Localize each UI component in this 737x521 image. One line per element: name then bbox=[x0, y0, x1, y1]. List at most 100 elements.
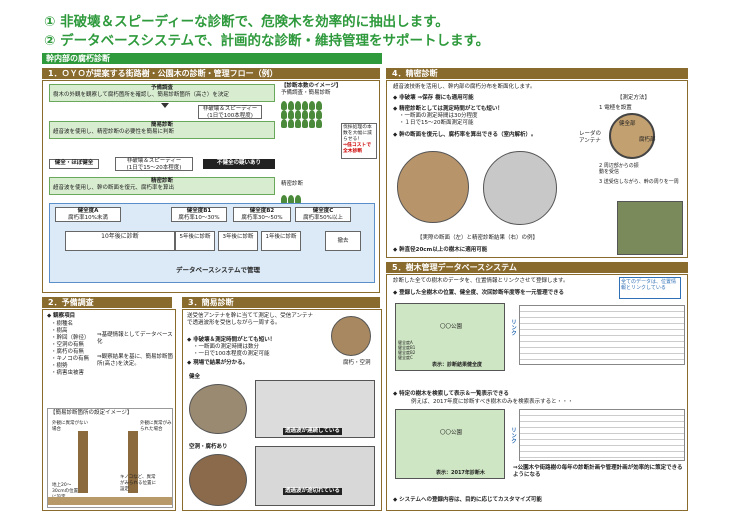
count-note-text: 伐採処理の本数を大幅に減らせる！ bbox=[343, 125, 372, 142]
ground bbox=[48, 497, 172, 505]
sec4-b4: ◆ 幹直径20cm以上の樹木に適用可能 bbox=[393, 247, 488, 253]
grade-a-rate: 腐朽率10%未満 bbox=[68, 215, 108, 221]
method-4: レーダのアンテナ bbox=[579, 131, 602, 144]
section1-title: 1．ＯＹＯが提案する街路樹・公園木の診断・管理フロー（例） bbox=[42, 68, 380, 79]
sec3-b1a: ・一断面の測定時間は数分 bbox=[193, 344, 260, 350]
item-4: ・腐朽の有無 bbox=[51, 349, 85, 355]
sec5-b2: ◆ 特定の樹木を検索して表示＆一覧表示できる bbox=[393, 391, 509, 397]
headline-2: ② データベースシステムで、計画的な診断・維持管理をサポートします。 bbox=[44, 33, 490, 49]
item-3: ・空洞の有無 bbox=[51, 342, 85, 348]
sec4-intro: 超音波技術を活用し、幹内部の腐朽分布を断面化します。 bbox=[393, 84, 536, 90]
items-title: ◆ 観察項目 bbox=[47, 313, 76, 319]
map1-park: 〇〇公園 bbox=[440, 324, 463, 330]
count-sub: 予備調査・簡易診断 bbox=[281, 90, 331, 96]
yobi-title: 予備調査 bbox=[150, 85, 173, 91]
seimitsu-text: 超音波を使用し、幹の断面を復元、腐朽率を算出 bbox=[53, 185, 175, 191]
count-title: 【診断本数のイメージ】 bbox=[281, 83, 342, 89]
tree-label: 腐朽・空洞 bbox=[343, 360, 371, 366]
table-2 bbox=[519, 409, 685, 461]
grade-c-rate: 腐朽率50%以上 bbox=[303, 215, 343, 221]
item-0: ・樹種名 bbox=[51, 321, 74, 327]
map-2: 〇〇公園 表示：2017年診断木 bbox=[395, 409, 505, 479]
count-note: 伐採処理の本数を大幅に減らせる！ ⇒低コストで全木診断 bbox=[341, 123, 377, 159]
section5-title: 5．樹木管理データベースシステム bbox=[386, 262, 688, 273]
grade-b2-name: 健全度B2 bbox=[249, 208, 275, 214]
count-image: 【診断本数のイメージ】 予備調査・簡易診断 伐採処理の本数を大幅に減らせる！ ⇒… bbox=[281, 83, 377, 204]
img-title: 【簡易診断箇所の設定イメージ】 bbox=[50, 410, 133, 416]
section4-title: 4．精密診断 bbox=[386, 68, 688, 79]
section2-title: 2．予備調査 bbox=[42, 297, 172, 308]
grade-a-name: 健全度A bbox=[77, 208, 99, 214]
callout: 全てのデータは、位置情報とリンクしている bbox=[619, 277, 681, 299]
map1-legend: 健全度A 健全度B1 健全度B2 健全度C bbox=[398, 340, 415, 360]
after-3y: 3年後に診断 bbox=[218, 231, 258, 251]
lbl-normal: 外観に異常がない場合 bbox=[52, 421, 88, 432]
map-1: 〇〇公園 健全度A 健全度B1 健全度B2 健全度C 表示：診断結果健全度 bbox=[395, 303, 505, 371]
after-5y: 5年後に診断 bbox=[175, 231, 215, 251]
lbl-mushroom: キノコなど、異常がみられる位置に設定 bbox=[120, 475, 156, 492]
kanni-text: 超音波を使用し、精密診断の必要性を簡易に判断 bbox=[53, 129, 175, 135]
trunk-title-bar: 幹内部の腐朽診断 bbox=[42, 53, 382, 64]
after-1y: 1年後に診断 bbox=[261, 231, 301, 251]
tree-trunk-2 bbox=[128, 431, 138, 493]
count-note-2: ⇒低コストで全木診断 bbox=[343, 143, 372, 154]
link-2: リンク bbox=[510, 427, 516, 444]
method-2: 2 周辺部からの振動を受信 bbox=[599, 163, 639, 175]
legend-a: 健全度A bbox=[398, 340, 413, 345]
setting-image: 【簡易診断箇所の設定イメージ】 外観に異常がない場合 外観に異常がみられた場合 … bbox=[47, 408, 173, 508]
sec5-intro: 診断した全ての樹木のデータを、位置情報とリンクさせて登録します。 bbox=[393, 278, 569, 284]
grade-b2-rate: 腐朽率30〜50% bbox=[241, 215, 283, 221]
headline-1: ① 非破壊＆スピーディーな診断で、危険木を効率的に抽出します。 bbox=[44, 14, 449, 30]
note2: ⇒観察結果を基に、簡易診断箇所(高さ)を決定。 bbox=[97, 354, 173, 367]
table-1 bbox=[519, 305, 685, 365]
kanni-title: 簡易診断 bbox=[150, 122, 173, 128]
rot-waveform bbox=[255, 446, 375, 506]
sound-label: 健全 bbox=[189, 374, 201, 380]
class-quick-sub: (1日で15〜20本程度) bbox=[126, 165, 182, 171]
sec4-b1: ◆ 非破壊 ⇒保存 樹にも適用可能 bbox=[393, 95, 474, 101]
rot-photo bbox=[189, 454, 247, 506]
item-2: ・幹回（幹径） bbox=[51, 335, 90, 341]
legend-b2: 健全度B2 bbox=[398, 350, 416, 355]
class-quick-text: 非破壊＆スピーディー bbox=[126, 158, 182, 164]
map2-label: 表示：2017年診断木 bbox=[436, 470, 485, 476]
tree-trunk-1 bbox=[78, 431, 88, 493]
section3-panel: 送受信アンテナを幹に当てて測定し、受信アンテナで透過波形を受信しながら一周する。… bbox=[182, 309, 382, 511]
sec4-b2b: ・１日で15〜20断面測定可能 bbox=[399, 120, 474, 126]
quick-label-text: 非破壊＆スピーディー bbox=[202, 106, 258, 112]
yobi-box: 予備調査 樹木の外観を観察して腐朽箇所を確認し、簡易診断箇所（高さ）を決定 bbox=[49, 84, 275, 102]
quick-label: 非破壊＆スピーディー (1日で100本程度) bbox=[198, 105, 262, 119]
sound-wave-label: 透過波が連続している bbox=[283, 428, 342, 435]
seimitsu-title: 精密診断 bbox=[150, 178, 173, 184]
class-healthy: 健全・ほぼ健全 bbox=[49, 159, 99, 169]
section2-panel: ◆ 観察項目 ・樹種名 ・樹高 ・幹回（幹径） ・空洞の有無 ・腐朽の有無 ・キ… bbox=[42, 309, 176, 511]
section4-panel: 超音波技術を活用し、幹内部の腐朽分布を断面化します。 ◆ 非破壊 ⇒保存 樹にも… bbox=[386, 80, 688, 258]
sec3-b1b: ・一日で100本程度の測定可能 bbox=[193, 351, 270, 357]
sec4-b2a: ・一断面の測定時間は30分程度 bbox=[399, 113, 478, 119]
sec4-b3: ◆ 幹の断面を復元し、腐朽率を算出できる（室内解析）。 bbox=[393, 132, 537, 138]
seimitsu-box: 精密診断 超音波を使用し、幹の断面を復元、腐朽率を算出 bbox=[49, 177, 275, 195]
count-seimitsu-label: 精密診断 bbox=[281, 181, 304, 187]
grade-b1-rate: 腐朽率10〜30% bbox=[178, 215, 220, 221]
sec4-caption: 【実際の断面（左）と精密診断結果（右）の例】 bbox=[417, 235, 539, 241]
sec5-b4: ◆ システムへの登録内容は、目的に応じてカスタマイズ可能 bbox=[393, 497, 542, 503]
note1: ⇒基礎情報としてデータベース化 bbox=[97, 332, 173, 345]
grade-c-name: 健全度C bbox=[312, 208, 334, 214]
result-cross-section bbox=[483, 151, 557, 225]
actual-cross-section bbox=[397, 151, 469, 223]
sec5-b3: ⇒公園木や街路樹の毎年の診断計画や管理計画が効率的に策定できるようになる bbox=[513, 465, 683, 478]
sec5-b1: ◆ 登録した全樹木の位置、健全度、次回診断年度等を一元管理できる bbox=[393, 290, 565, 296]
sec3-b2: ◆ 現場で結果が分かる。 bbox=[187, 360, 249, 366]
section5-panel: 診断した全ての樹木のデータを、位置情報とリンクさせて登録します。 全てのデータは… bbox=[386, 274, 688, 511]
sound-photo bbox=[189, 384, 247, 434]
lbl-abnormal: 外観に異常がみられた場合 bbox=[140, 421, 172, 432]
method-title: 【測定方法】 bbox=[617, 95, 651, 101]
legend-b1: 健全度B1 bbox=[398, 345, 416, 350]
tree-section-icon bbox=[331, 316, 371, 356]
arrow-1 bbox=[161, 103, 169, 108]
after-remove: 撤去 bbox=[325, 231, 361, 251]
method-3: 3 送受信しながら、幹の周りを一周 bbox=[599, 179, 679, 185]
